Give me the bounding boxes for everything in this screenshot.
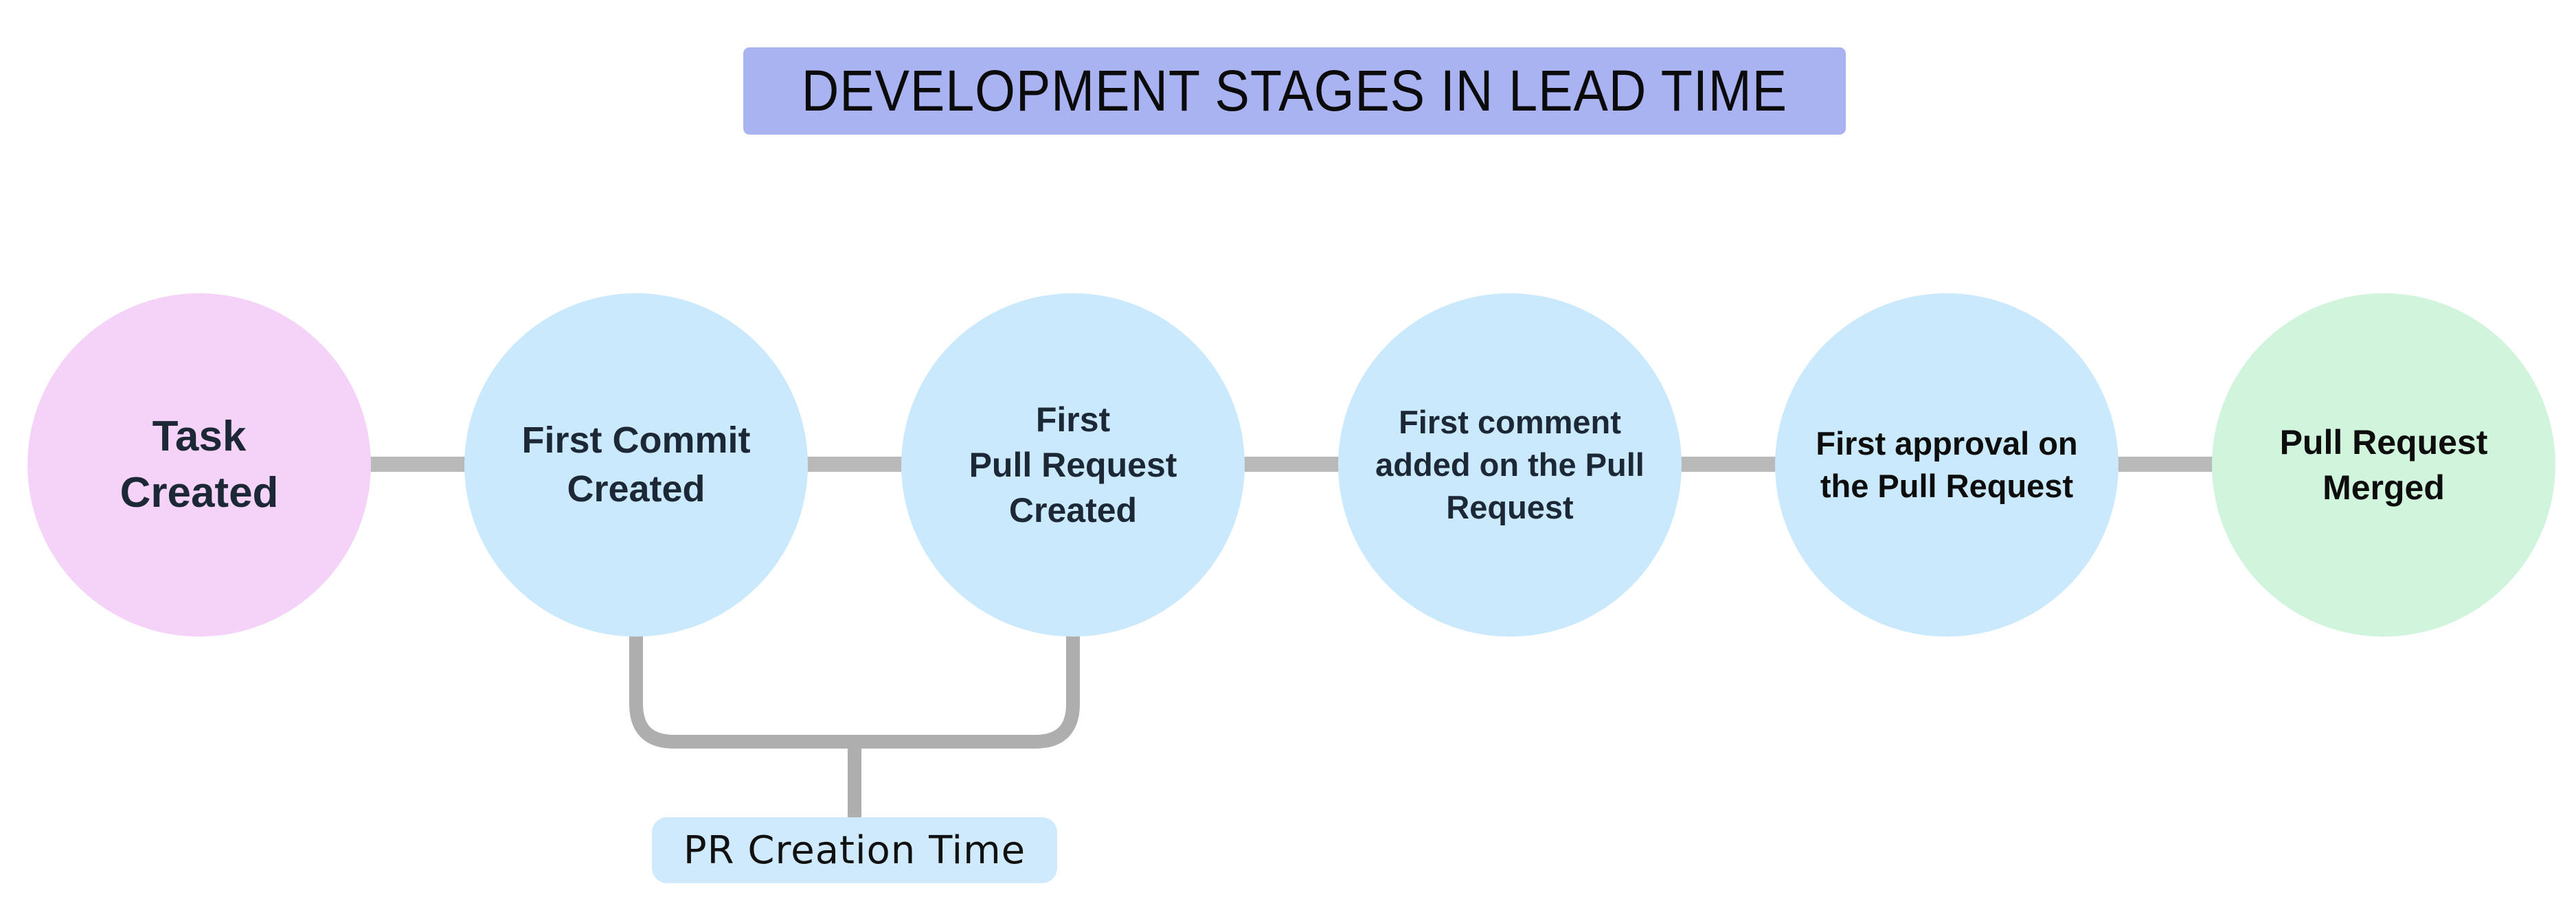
- page-title: DEVELOPMENT STAGES IN LEAD TIME: [743, 47, 1846, 135]
- stage-label-first-approval: First approval on the Pull Request: [1816, 424, 2078, 504]
- stage-circle-4: First comment added on the Pull Request: [1338, 293, 1682, 637]
- stage-label-task-created: Task Created: [120, 413, 279, 516]
- bracket-path: [629, 611, 1080, 749]
- stage-circle-3: First Pull Request Created: [901, 293, 1245, 637]
- stage-label-first-commit-created: First Commit Created: [521, 419, 751, 510]
- page-title-text: DEVELOPMENT STAGES IN LEAD TIME: [801, 58, 1788, 123]
- stage-circle-5: First approval on the Pull Request: [1775, 293, 2119, 637]
- stage-label-first-pull-request-created: First Pull Request Created: [969, 400, 1177, 529]
- stage-circle-1: Task Created: [27, 293, 371, 637]
- stage-circle-2: First Commit Created: [464, 293, 808, 637]
- pr-creation-time-text: PR Creation Time: [683, 828, 1026, 873]
- pr-creation-time-label: PR Creation Time: [652, 817, 1057, 883]
- stage-label-first-comment-added: First comment added on the Pull Request: [1375, 403, 1645, 526]
- stage-circle-6: Pull Request Merged: [2212, 293, 2555, 637]
- stage-label-pull-request-merged: Pull Request Merged: [2279, 423, 2488, 507]
